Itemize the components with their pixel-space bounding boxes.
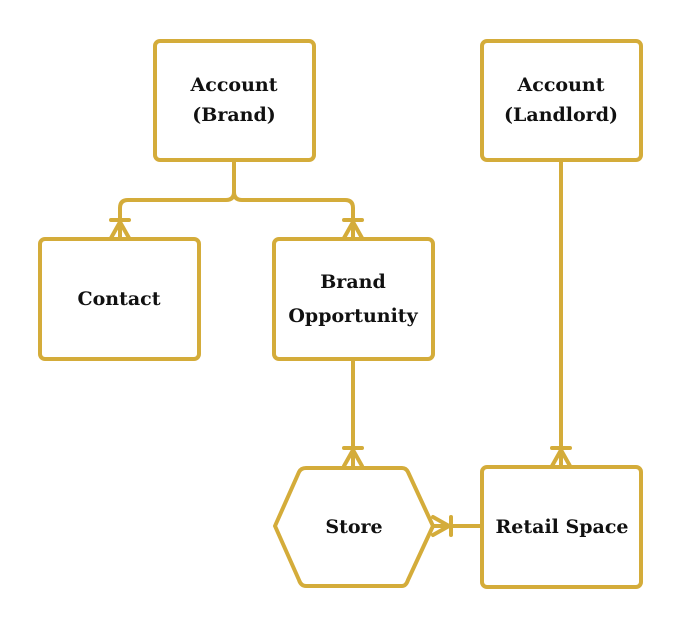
connector-brand-to-opportunity — [232, 190, 355, 240]
node-account-landlord — [480, 39, 643, 162]
node-contact — [38, 237, 201, 361]
crowfoot-store-top — [342, 446, 364, 468]
crowfoot-opportunity — [342, 218, 364, 240]
crowfoot-store-right — [431, 515, 453, 537]
crowfoot-retail-top — [550, 446, 572, 468]
label-brand-opportunity-1: Brand — [320, 271, 385, 293]
label-account-brand-1: Account — [190, 74, 278, 96]
label-account-landlord-1: Account — [517, 74, 605, 96]
node-store — [273, 466, 435, 588]
crowfoot-contact — [109, 218, 131, 240]
label-account-landlord-2: (Landlord) — [504, 104, 618, 126]
node-account-brand — [153, 39, 316, 162]
node-retail-space — [480, 465, 643, 589]
label-brand-opportunity-2: Opportunity — [288, 305, 418, 327]
label-store: Store — [325, 516, 382, 538]
connector-brand-trunk — [118, 158, 236, 240]
node-brand-opportunity — [272, 237, 435, 361]
label-retail-space: Retail Space — [496, 516, 629, 538]
label-contact: Contact — [77, 288, 160, 310]
label-account-brand-2: (Brand) — [192, 104, 275, 126]
